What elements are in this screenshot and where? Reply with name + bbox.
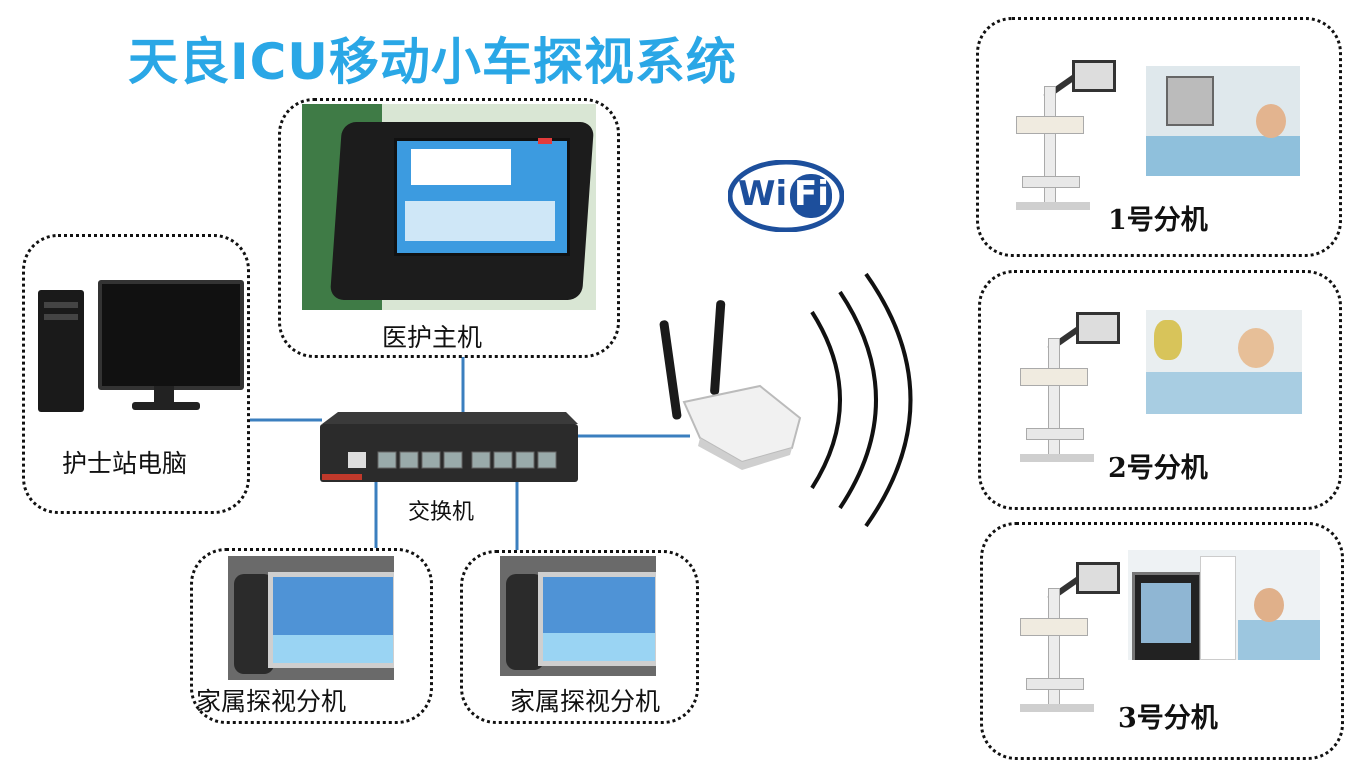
- extension-2-cart: [1016, 310, 1120, 472]
- extension-2-label: 2号分机: [1108, 453, 1208, 484]
- wifi-wave-3: [864, 272, 913, 528]
- family-terminal-1-photo: [228, 556, 394, 680]
- extension-3-box: [980, 522, 1344, 760]
- nurse-station-computer: [36, 280, 244, 420]
- wifi-wave-1: [810, 310, 842, 490]
- wifi-logo-wi: Wi: [738, 174, 788, 214]
- network-switch: [320, 412, 578, 482]
- main-host-photo: [302, 104, 596, 310]
- extension-3-photo: [1128, 550, 1320, 660]
- wifi-logo-shape: [728, 160, 844, 232]
- extension-1-box: [976, 17, 1342, 257]
- extension-1-label: 1号分机: [1108, 205, 1208, 236]
- extension-3-label: 3号分机: [1118, 703, 1218, 734]
- extension-1-cart: [1012, 58, 1116, 220]
- nurse-station-box: [22, 234, 250, 514]
- wireless-access-point: [659, 300, 802, 470]
- extension-2-box: [978, 270, 1342, 510]
- switch-label: 交换机: [408, 500, 475, 525]
- family-terminal-1-label: 家属探视分机: [196, 687, 347, 716]
- diagram-title: 天良ICU移动小车探视系统: [128, 33, 737, 91]
- main-host-label: 医护主机: [382, 323, 483, 352]
- nurse-station-label: 护士站电脑: [62, 449, 188, 478]
- extension-3-cart: [1016, 560, 1120, 722]
- main-host-box: [278, 98, 620, 358]
- extension-2-photo: [1146, 310, 1302, 414]
- family-terminal-2-label: 家属探视分机: [510, 687, 661, 716]
- extension-1-photo: [1146, 66, 1300, 176]
- family-terminal-2-box: [460, 550, 699, 724]
- family-terminal-1-box: [190, 548, 433, 724]
- wifi-logo-fi: Fi: [794, 174, 829, 214]
- wifi-wave-2: [838, 290, 878, 510]
- wifi-logo: Wi Fi: [728, 160, 844, 232]
- family-terminal-2-photo: [500, 556, 656, 676]
